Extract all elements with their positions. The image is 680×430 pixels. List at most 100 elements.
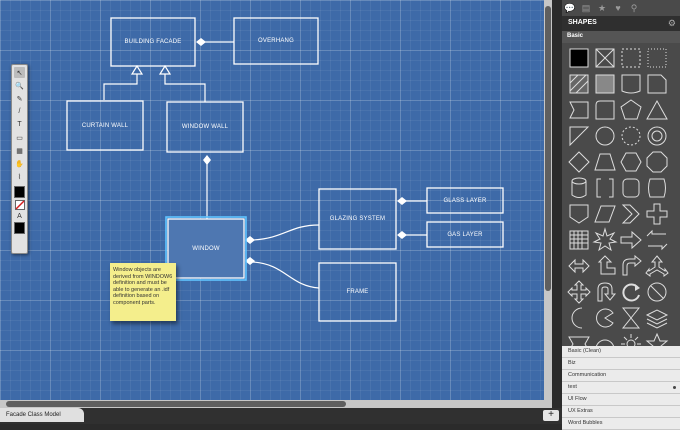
search-tab-icon[interactable]: ⚲: [630, 2, 638, 13]
line-tool-icon[interactable]: /: [18, 108, 21, 115]
no-symbol-shape-icon[interactable]: [644, 279, 670, 305]
library-item[interactable]: UX Extras: [562, 406, 680, 418]
library-item[interactable]: Word Bubbles: [562, 418, 680, 430]
library-item[interactable]: text: [562, 382, 680, 394]
dropper-tool-icon[interactable]: ⌇: [17, 173, 22, 181]
diamond-shape-icon[interactable]: [566, 149, 592, 175]
node-window-wall[interactable]: [166, 101, 244, 153]
shape-tool-icon[interactable]: ▭: [16, 134, 23, 142]
triangle-shape-icon[interactable]: [644, 97, 670, 123]
node-frame[interactable]: [318, 262, 397, 322]
pencil-tool-icon[interactable]: ✎: [16, 95, 23, 103]
arrow-up-turn-shape-icon[interactable]: [592, 253, 618, 279]
page-tab[interactable]: Facade Class Model: [0, 408, 84, 422]
line-color-swatch[interactable]: [14, 199, 25, 210]
arrow-curve-shape-icon[interactable]: [618, 253, 644, 279]
dashed-square-shape-icon[interactable]: [618, 45, 644, 71]
square-shape-icon[interactable]: [566, 45, 592, 71]
comments-tab-icon[interactable]: 💬: [564, 2, 576, 13]
node-glass-layer[interactable]: [426, 187, 504, 214]
node-gas-layer[interactable]: [426, 221, 504, 248]
stack-shape-icon[interactable]: [644, 305, 670, 331]
circle-shape-icon[interactable]: [592, 123, 618, 149]
add-page-button[interactable]: +: [543, 410, 559, 421]
document-shape-icon[interactable]: [618, 71, 644, 97]
starburst-shape-icon[interactable]: [592, 227, 618, 253]
likes-tab-icon[interactable]: ♥: [615, 3, 621, 13]
crossed-square-shape-icon[interactable]: [592, 45, 618, 71]
arrow-three-way-shape-icon[interactable]: [644, 253, 670, 279]
hexagon-shape-icon[interactable]: [618, 149, 644, 175]
crescent-shape-icon[interactable]: [566, 305, 592, 331]
diamond-building[interactable]: [196, 38, 206, 46]
arrow-left-right-shape-icon[interactable]: [566, 253, 592, 279]
pages-tab-icon[interactable]: ▤: [581, 2, 591, 13]
cross-shape-icon[interactable]: [644, 201, 670, 227]
node-curtain-wall[interactable]: [66, 100, 144, 151]
textured-square-shape-icon[interactable]: [592, 71, 618, 97]
hourglass-shape-icon[interactable]: [618, 305, 644, 331]
library-item[interactable]: Communication: [562, 370, 680, 382]
card-shape-icon[interactable]: [644, 71, 670, 97]
horizontal-scroll-thumb[interactable]: [6, 401, 346, 407]
rounded-rect-shape-icon[interactable]: [618, 175, 644, 201]
horizontal-scrollbar[interactable]: [0, 400, 552, 408]
library-item[interactable]: Biz: [562, 358, 680, 370]
corner-shape-icon[interactable]: [566, 123, 592, 149]
vertical-scroll-thumb[interactable]: [545, 6, 551, 291]
connector-window-glazing[interactable]: [252, 224, 320, 241]
diamond-window-frame[interactable]: [245, 257, 255, 265]
node-overhang[interactable]: [233, 17, 319, 65]
chevron-shape-icon[interactable]: [618, 201, 644, 227]
double-circle-shape-icon[interactable]: [644, 123, 670, 149]
diamond-window-wall[interactable]: [203, 155, 211, 165]
circular-arrow-shape-icon[interactable]: [618, 279, 644, 305]
hand-tool-icon[interactable]: ✋: [15, 160, 24, 168]
sticky-note[interactable]: Window objects are derived from WINDOW6 …: [110, 263, 176, 321]
node-building-facade[interactable]: [110, 17, 196, 67]
panel-header: SHAPES ⚙: [562, 16, 680, 31]
pentagon-shape-icon[interactable]: [618, 97, 644, 123]
chevron-banner-shape-icon[interactable]: [566, 97, 592, 123]
favorites-tab-icon[interactable]: ★: [597, 2, 607, 13]
tool-palette: ↖🔍✎/T▭▦✋⌇ A: [11, 64, 28, 254]
text-tool-icon[interactable]: T: [17, 121, 22, 128]
connector-windowwall-building[interactable]: [164, 68, 206, 102]
offpage-shape-icon[interactable]: [566, 201, 592, 227]
gear-icon[interactable]: ⚙: [667, 18, 676, 28]
pacman-shape-icon[interactable]: [592, 305, 618, 331]
connector-curtain-building[interactable]: [103, 68, 138, 100]
diamond-glazing-glass[interactable]: [397, 197, 407, 205]
node-window[interactable]: [167, 218, 245, 279]
diamond-window-glazing[interactable]: [245, 236, 255, 244]
shape-grid: [566, 45, 670, 357]
library-item[interactable]: Basic (Clean): [562, 346, 680, 358]
fill-color-swatch[interactable]: [14, 185, 25, 198]
text-color-swatch[interactable]: [14, 221, 25, 234]
diagram-canvas[interactable]: BUILDING FACADE OVERHANG CURTAIN WALL WI…: [0, 0, 552, 400]
pointer-tool-icon[interactable]: ↖: [14, 67, 25, 78]
double-arrow-shape-icon[interactable]: [644, 227, 670, 253]
zoom-tool-icon[interactable]: 🔍: [15, 82, 24, 90]
diamond-glazing-gas[interactable]: [397, 231, 407, 239]
parallelogram-shape-icon[interactable]: [592, 201, 618, 227]
library-item[interactable]: UI Flow: [562, 394, 680, 406]
u-turn-arrow-shape-icon[interactable]: [592, 279, 618, 305]
tab-shape-icon[interactable]: [592, 97, 618, 123]
dotted-square-shape-icon[interactable]: [644, 45, 670, 71]
octagon-shape-icon[interactable]: [644, 149, 670, 175]
drum-shape-icon[interactable]: [644, 175, 670, 201]
arrow-right-shape-icon[interactable]: [618, 227, 644, 253]
node-glazing-system[interactable]: [318, 188, 397, 250]
dashed-circle-shape-icon[interactable]: [618, 123, 644, 149]
cylinder-shape-icon[interactable]: [566, 175, 592, 201]
connector-window-frame[interactable]: [252, 261, 320, 289]
library-header-basic[interactable]: Basic: [562, 31, 680, 43]
image-tool-icon[interactable]: ▦: [16, 147, 23, 155]
grid-shape-icon[interactable]: [566, 227, 592, 253]
trapezoid-shape-icon[interactable]: [592, 149, 618, 175]
bracket-shape-icon[interactable]: [592, 175, 618, 201]
vertical-scrollbar[interactable]: [544, 0, 552, 400]
hatched-square-shape-icon[interactable]: [566, 71, 592, 97]
arrow-four-way-shape-icon[interactable]: [566, 279, 592, 305]
